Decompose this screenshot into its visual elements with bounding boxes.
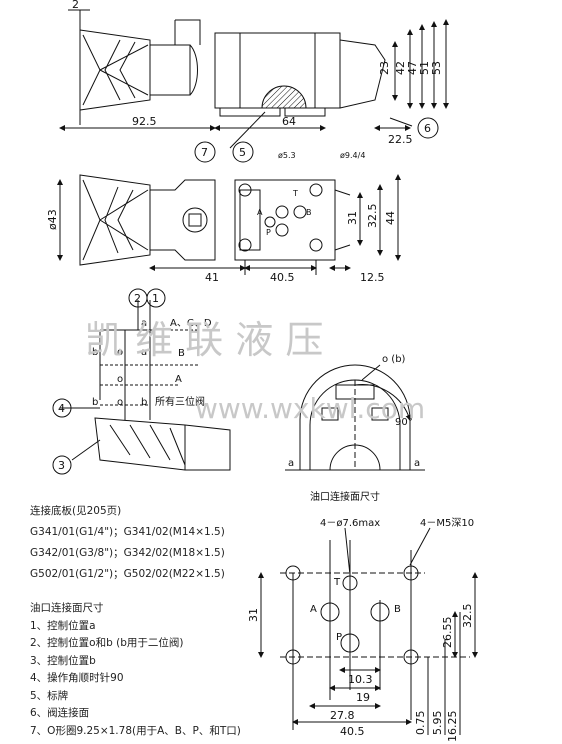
dia-43: ø43 [46,209,59,230]
callout-2: 2 [134,292,141,305]
watermark-company: 凯 维 联 液 压 [85,318,323,362]
face-dim-31: 31 [247,608,260,622]
legend-item: 3、控制位置b [30,654,96,667]
legend-item: 1、控制位置a [30,619,96,632]
dim-51: 51 [418,61,431,75]
face-dim-27-8: 27.8 [330,709,355,722]
legend-item: 6、阀连接面 [30,707,90,719]
port-hole-left-label: ø5.3 [278,151,296,160]
legend-item: 2、控制位置o和b (b用于二位阀) [30,637,184,649]
dim-53: 53 [430,61,443,75]
dim-40-5: 40.5 [270,271,295,284]
face-dim-5-95: 5.95 [431,711,444,736]
face-dim-16-25: 16.25 [446,711,459,743]
handle-caption: 油口连接面尺寸 [310,490,380,503]
line-acd: A、C、D [170,318,212,329]
subplate-row: G502/01(G1/2")；G502/02(M22×1.5) [30,568,225,580]
line-b: B [178,348,185,359]
callout-5: 5 [239,146,246,159]
legend-title: 油口连接面尺寸 [30,602,104,614]
pos-a-2: a [141,347,147,358]
line-all-three: 所有三位阀 [155,395,205,408]
legend-item: 5、标牌 [30,689,69,702]
hole-label-1: 4－ø7.6max [320,518,380,529]
face-port-b: B [394,604,401,615]
dim-32-5: 32.5 [366,204,379,229]
dim-23: 23 [378,61,391,75]
face-dim-32-5: 32.5 [461,604,474,629]
face-view-labels: 4－ø7.6max 4－M5深10 T A B P 31 26.55 32.5 … [247,517,474,742]
callout-3: 3 [58,459,65,472]
face-dim-40-5: 40.5 [340,725,365,738]
label-o-b: o (b) [382,354,406,365]
face-port-a: A [310,604,317,615]
label-a-right: a [414,458,420,469]
label-a-left: a [288,458,294,469]
handle-view [285,364,425,471]
dim-44: 44 [384,211,397,225]
pos-a-1: a [141,318,147,329]
middle-view-labels: ø5.3 ø9.4/4 ø43 31 32.5 44 41 40.5 12.5 … [46,151,397,284]
legend-item: 7、O形圈9.25×1.78(用于A、B、P、和T口) [30,724,241,737]
hole-label-2: 4－M5深10 [420,517,474,529]
face-port-p: P [336,632,342,643]
port-a: A [257,208,263,217]
pos-b-1: b [92,347,98,358]
callout-4: 4 [58,402,65,415]
dim-42: 42 [394,61,407,75]
pos-o-3: o [117,397,123,408]
dim-12-5: 12.5 [360,271,385,284]
port-t: T [292,189,298,198]
dim-22-5: 22.5 [388,133,413,146]
top-view-labels: 92.5 64 22.5 2 23 42 47 51 53 7 5 6 [72,0,443,163]
middle-view [57,174,401,275]
callout-7: 7 [201,146,208,159]
face-view [258,527,478,735]
face-dim-10-3: 10.3 [348,673,373,686]
handle-view-labels: 90° o (b) a a 油口连接面尺寸 [288,354,420,503]
top-view [59,9,449,149]
watermark-url: www.wxkwl.com [195,392,425,425]
subplate-row: G341/01(G1/4")；G341/02(M14×1.5) [30,526,225,538]
callout-1: 1 [152,292,159,305]
dim-31: 31 [346,211,359,225]
schematic [60,300,231,471]
legend-item: 4、操作角顺时针90 [30,672,124,684]
dim-47: 47 [406,61,419,75]
subplate-title: 连接底板(见205页) [30,505,122,517]
pos-b-3: b [141,397,147,408]
angle-90: 90° [395,417,413,428]
face-dim-0-75: 0.75 [414,711,427,736]
pos-o-1: o [117,347,123,358]
subplate-block: 连接底板(见205页) G341/01(G1/4")；G341/02(M14×1… [30,505,225,581]
dim-64: 64 [282,115,296,128]
schematic-labels: 2 1 4 3 a b o a o b o b A、C、D B A 所有三位阀 [52,288,212,475]
dim-41: 41 [205,271,219,284]
face-dim-26-55: 26.55 [441,617,454,649]
face-dim-19: 19 [356,691,370,704]
subplate-row: G342/01(G3/8")；G342/02(M18×1.5) [30,547,225,559]
port-p: P [266,228,271,237]
face-port-t: T [333,577,341,588]
callout-6: 6 [424,122,431,135]
port-hole-right-label: ø9.4/4 [340,151,365,160]
legend-block: 油口连接面尺寸 1、控制位置a 2、控制位置o和b (b用于二位阀) 3、控制位… [30,600,241,740]
pos-b-2: b [92,397,98,408]
port-b: B [306,208,312,217]
dim-92-5: 92.5 [132,115,157,128]
pos-o-2: o [117,374,123,385]
dim-2: 2 [72,0,79,11]
line-a: A [175,374,182,385]
